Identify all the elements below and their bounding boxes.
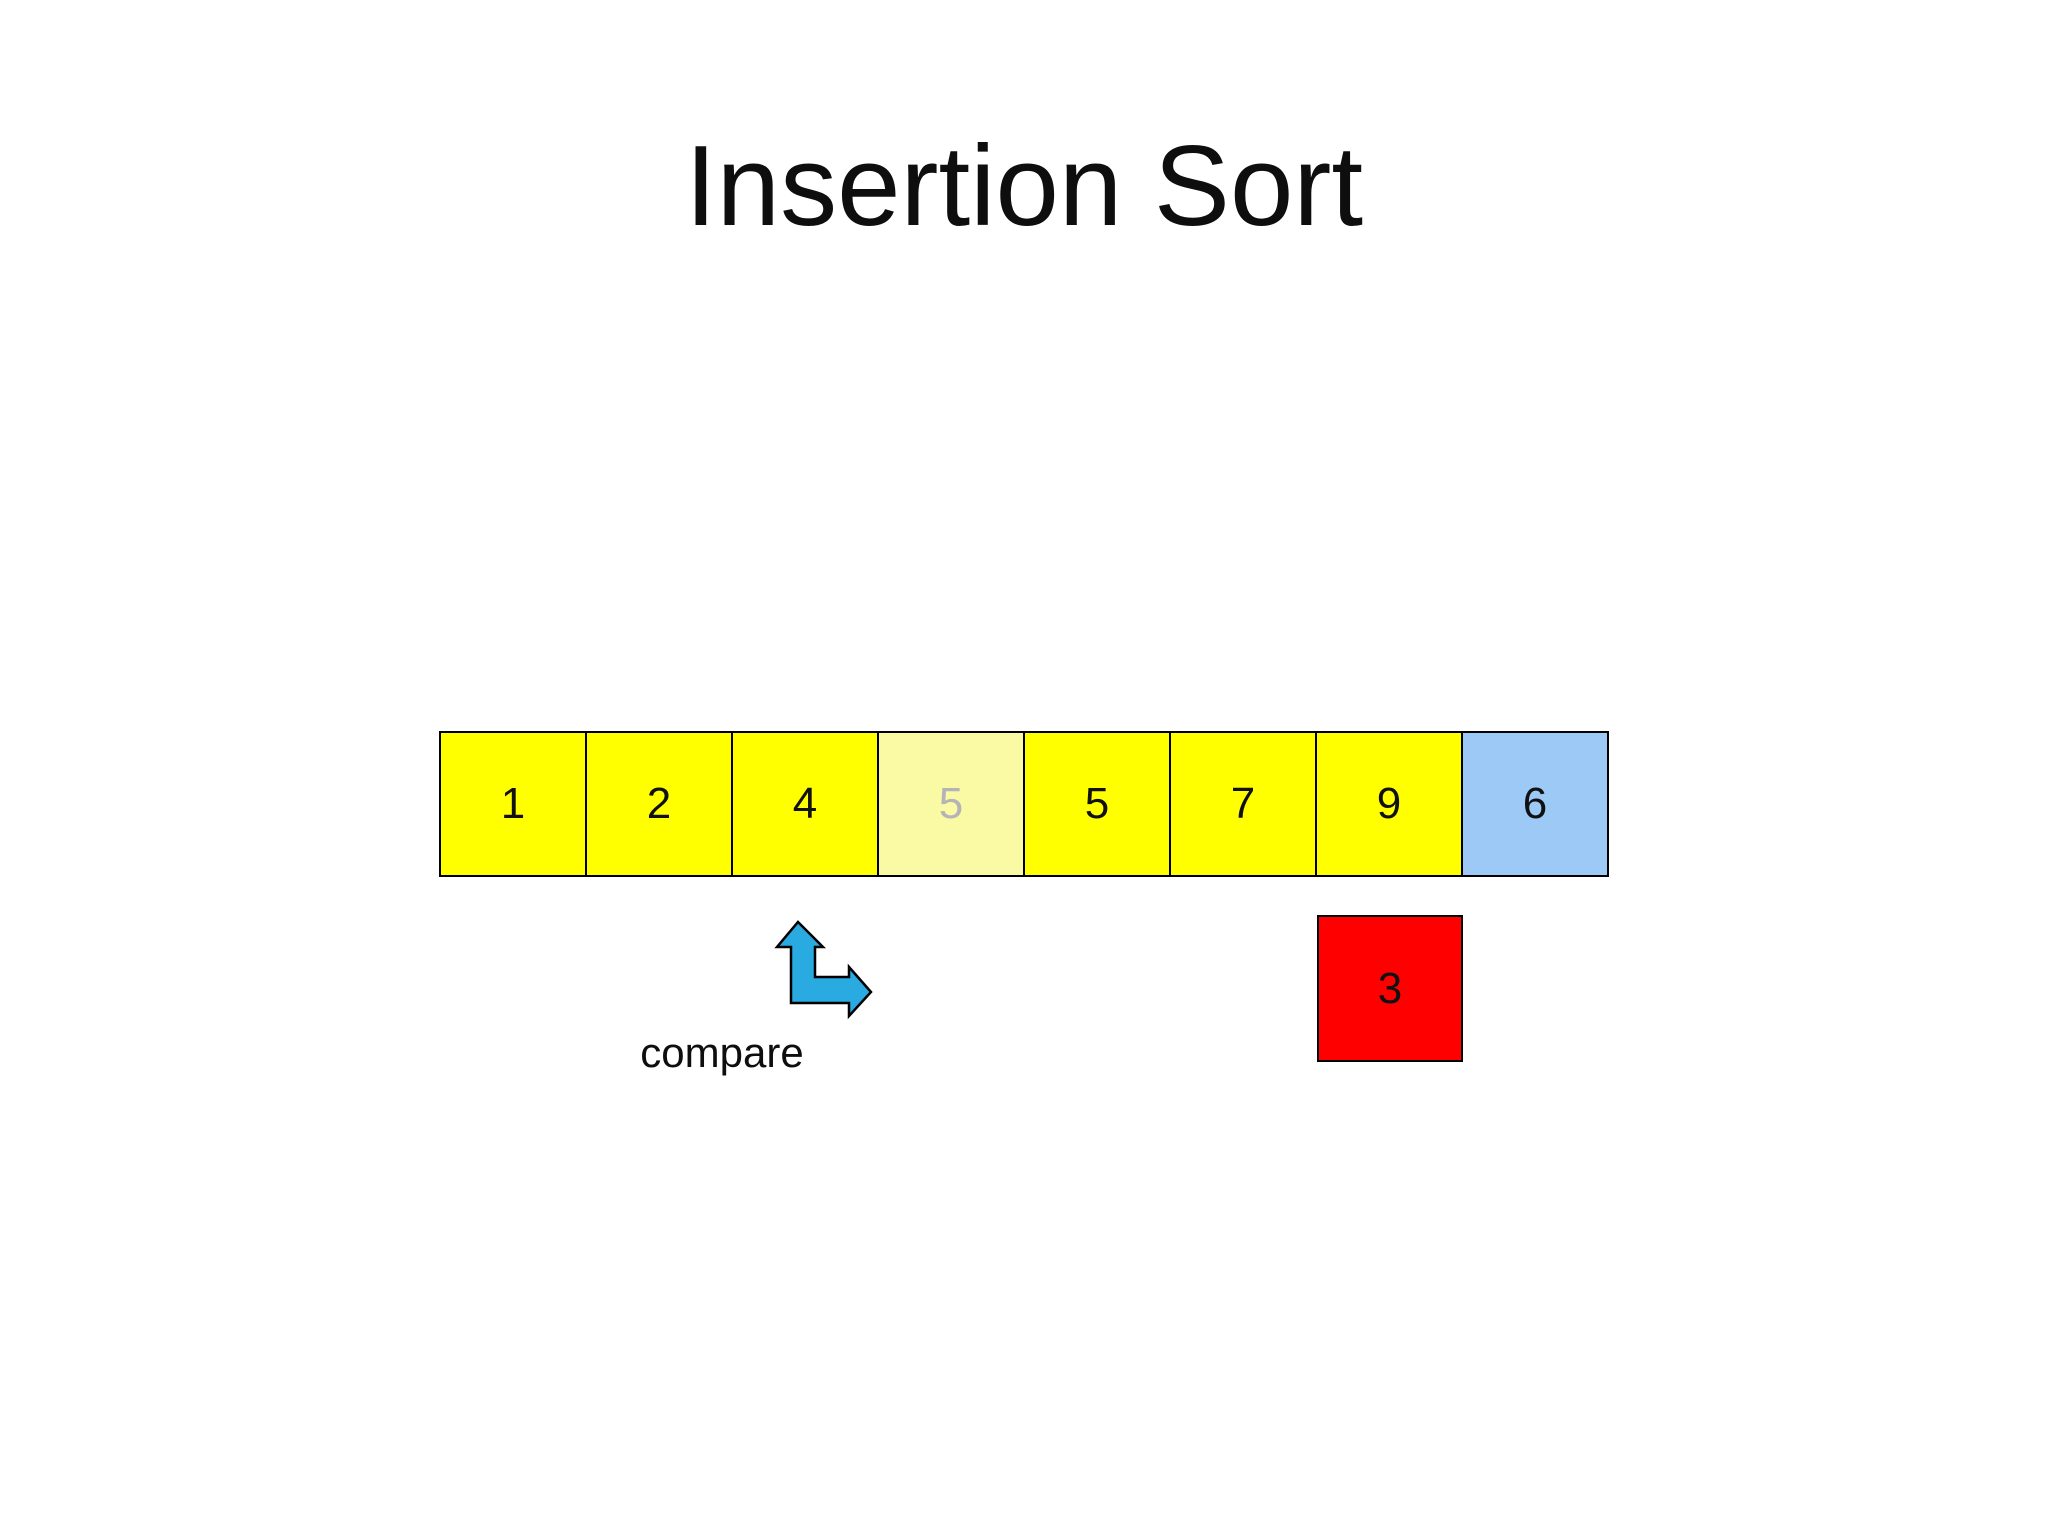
array-cell-faded: 5 [879, 733, 1025, 875]
array-cell: 7 [1171, 733, 1317, 875]
array-row: 1 2 4 5 5 7 9 6 [439, 731, 1609, 877]
slide-title: Insertion Sort [685, 123, 1363, 250]
compare-label: compare [640, 1029, 804, 1076]
array-cell: 5 [1025, 733, 1171, 875]
detached-cell: 3 [1317, 915, 1463, 1062]
array-cell: 4 [733, 733, 879, 875]
bent-up-right-arrow-icon [774, 920, 873, 1019]
array-cell-highlighted: 6 [1463, 733, 1607, 875]
array-cell: 1 [441, 733, 587, 875]
array-cell: 9 [1317, 733, 1463, 875]
array-cell: 2 [587, 733, 733, 875]
